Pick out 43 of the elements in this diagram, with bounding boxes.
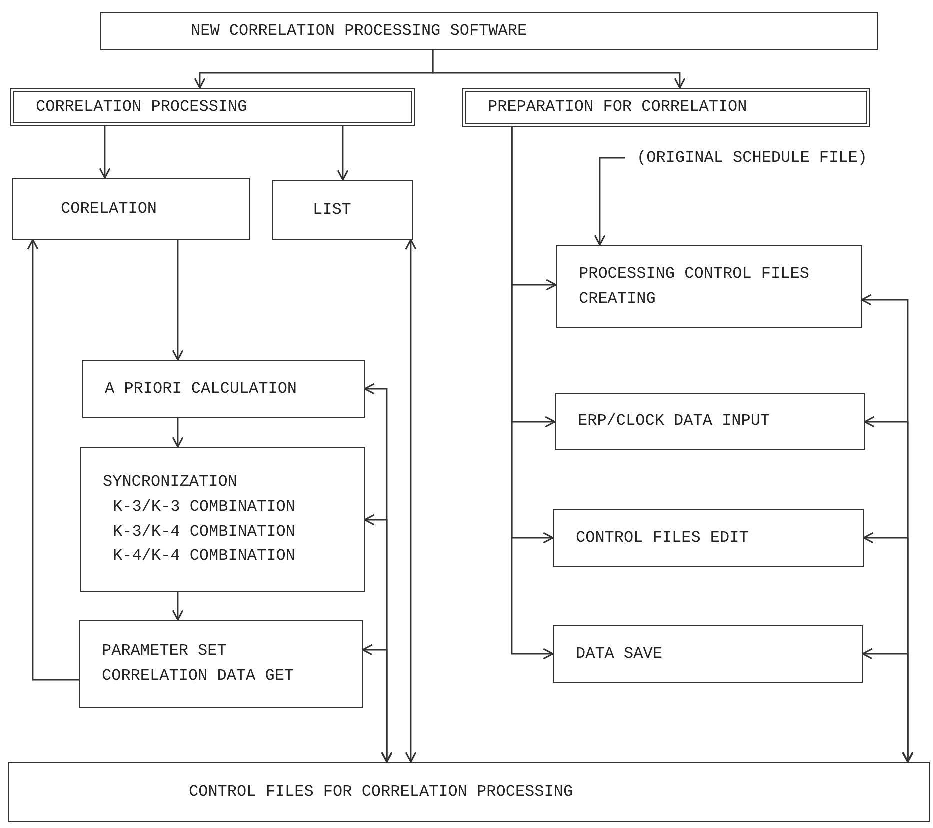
group-box [10,88,415,126]
process-box [553,625,863,683]
process-box [80,447,365,592]
box-label: PREPARATION FOR CORRELATION [488,97,748,118]
box-label: A PRIORI CALCULATION [105,378,298,400]
arrow [405,239,417,763]
box-label: LIST [313,200,352,221]
process-box [556,245,862,328]
process-box [82,360,365,418]
arrow [172,240,184,361]
box-label: DATA SAVE [576,644,664,665]
process-box [79,620,363,708]
group-box [462,88,870,127]
process-box [553,509,864,567]
arrow [99,126,111,179]
process-box [272,180,413,240]
box-label: CONTROL FILES EDIT [576,528,750,549]
box-label: CORRELATION PROCESSING [36,96,248,118]
box-label: K-3/K-4 COMBINATION [112,522,296,542]
arrow [337,126,349,181]
arrow [511,127,554,660]
box-label: K-3/K-3 COMBINATION [112,496,296,518]
process-box [8,762,930,822]
arrow [594,157,625,246]
box-label: SYNCRONIZATION [103,472,238,493]
arrow [432,50,686,89]
box-label: PARAMETER SET [102,641,228,662]
box-label: CONTROL FILES FOR CORRELATION PROCESSING [189,782,574,803]
process-box [12,178,250,240]
process-box [100,12,878,50]
box-label: ERP/CLOCK DATA INPUT [578,411,772,432]
box-label: PROCESSING CONTROL FILES CREATING [579,264,810,310]
box-label: CORELATION [61,198,158,220]
arrow [362,644,393,763]
process-box [555,393,865,450]
box-label: CORRELATION DATA GET [102,666,296,687]
box-label: K-4/K-4 COMBINATION [112,546,296,568]
arrow [172,592,184,621]
arrow [27,239,79,681]
box-label: (ORIGINAL SCHEDULE FILE) [637,148,868,169]
arrow [172,418,184,448]
arrow [862,648,914,763]
box-label: NEW CORRELATION PROCESSING SOFTWARE [191,20,528,42]
